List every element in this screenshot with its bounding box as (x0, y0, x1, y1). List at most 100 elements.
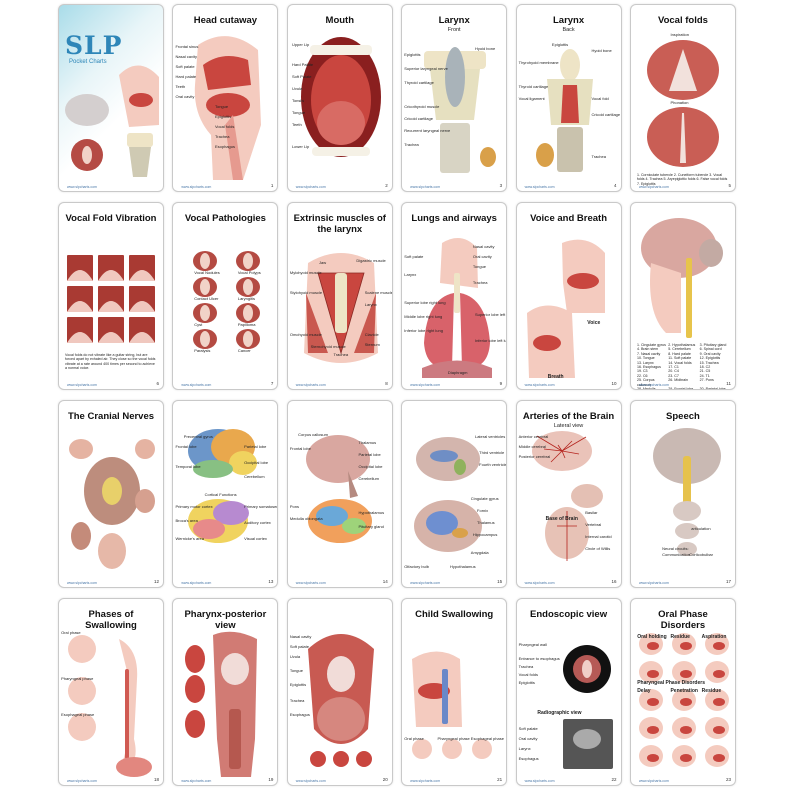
label-diaphragm: Diaphragm (447, 370, 468, 375)
label-tongue: Tongue (291, 110, 306, 115)
label-nasal-cavity: Nasal cavity (175, 54, 198, 59)
label-cricoid-cartilage: Cricoid cartilage (591, 112, 621, 117)
label-trachea: Trachea (289, 698, 305, 703)
footer-url: www.slpcharts.com (181, 779, 212, 783)
label-larynx: Larynx (404, 272, 417, 277)
legend-item: 3. Pituitary gland (699, 343, 727, 347)
label-vocal-folds: Vocal folds (214, 124, 235, 129)
footer-url: www.slpcharts.com (67, 383, 97, 387)
label-communication: Communication (662, 552, 690, 557)
head-cutaway-illustration (195, 36, 262, 180)
card-title: Lungs and airways (411, 213, 497, 224)
page-number: 21 (497, 777, 503, 782)
legend-item: 22. C6 (636, 373, 648, 378)
label-teeth: Teeth (175, 84, 186, 89)
label-oral-holding: Oral holding (637, 634, 667, 640)
footer-url: www.slpcharts.com (67, 581, 97, 585)
card-title: Larynx (438, 15, 470, 26)
label-sternum: Sternum (364, 342, 380, 347)
label-articulation: articulation (691, 526, 711, 531)
footer-url: www.slpcharts.com (638, 581, 669, 585)
footer-url: www.slpcharts.com (524, 185, 555, 189)
mouth-illustration (300, 37, 381, 157)
label-inferior-lobe-right-lung: Inferior lobe right lung (404, 328, 443, 333)
label-teeth: Teeth (291, 122, 302, 127)
label-frontal-sinus: Frontal sinus (175, 44, 199, 49)
label-laryngitis: Laryngitis (237, 296, 255, 301)
label-frontal-lobe: Frontal lobe (175, 444, 197, 449)
label-tongue: Tongue (214, 104, 229, 109)
label-soft-palate: Soft palate (175, 64, 195, 69)
label-olfactory-bulb: Olfactory bulb (404, 564, 429, 569)
label-uvula: Uvula (289, 654, 301, 659)
vocal-pathologies-illustration (193, 251, 261, 349)
footer-url: www.slpcharts.com (410, 779, 441, 783)
footer-url: www.slpcharts.com (295, 185, 326, 189)
label-oral-cavity: Oral cavity (175, 94, 195, 99)
footer-url: www.slpcharts.com (67, 779, 97, 783)
label-primary-somatosensory-cortex: Primary somatosensory cortex (244, 504, 279, 509)
label-mylohyoid-muscle: Mylohyoid muscle (289, 270, 322, 275)
ventricles-illustration (414, 437, 483, 552)
subtitle-inspiration: Inspiration (670, 32, 689, 37)
legend-item: 8. Hard palate (668, 351, 691, 356)
legend-item: 24. T1 (699, 373, 710, 378)
page-number: 4 (614, 183, 617, 188)
label-cyst: Cyst (194, 322, 203, 327)
label-epiglottis: Epiglottis (404, 52, 421, 57)
legend-item: 25. Corpus callosum (636, 378, 655, 387)
label-vocal-folds: Vocal folds (518, 672, 538, 677)
legend-item: 11. Soft palate (668, 356, 692, 361)
legend-item: 1. Cingulate gyrus (636, 343, 666, 347)
legend-item: 17. C1 (668, 365, 679, 370)
page-number: 6 (156, 381, 159, 386)
label-trachea: Trachea (518, 664, 534, 669)
card-title: Head cutaway (193, 15, 258, 26)
pharynx-open-illustration (307, 634, 374, 767)
subtitle-phonation: Phonation (670, 100, 689, 105)
label-trachea: Trachea (404, 142, 419, 147)
label-anterior-cerebral: Anterior cerebral (518, 434, 549, 439)
label-clavicle: Clavicle (364, 332, 379, 337)
footer-url: www.slpcharts.com (638, 185, 669, 189)
label-superior-laryngeal-nerve: Superior laryngeal nerve (404, 66, 448, 71)
pharynx-posterior-illustration (185, 631, 258, 777)
brain-lobes-illustration (188, 429, 258, 543)
legend-item: 27. Pons (699, 378, 714, 383)
brain-sagittal-illustration (305, 435, 372, 543)
label-residue: Residue (670, 634, 690, 640)
page-number: 10 (611, 381, 617, 386)
label-basilar: Basilar (585, 510, 598, 515)
label-delay: Delay (637, 688, 651, 694)
label-pharyngeal-wall: Pharyngeal wall (518, 642, 547, 647)
card-title: Extrinsic muscles of the larynx (293, 213, 386, 235)
footer-url: www.slpcharts.com (295, 779, 326, 783)
label-precentral-gyrus: Precentral gyrus (183, 434, 213, 439)
label-primary-motor-cortex: Primary motor cortex (175, 504, 213, 509)
footer-url: www.slpcharts.com (638, 779, 669, 783)
legend-item: 18. C2 (699, 365, 711, 370)
lungs-illustration (422, 238, 493, 378)
label-occipital-lobe: Occipital lobe (244, 460, 269, 465)
card-title: Phases of Swallowing (85, 609, 137, 631)
legend-item: 13. Larynx (636, 360, 654, 365)
label-thalamus: Thalamus (477, 520, 495, 525)
legend-item: 23. C7 (668, 373, 679, 378)
label-epiglottis: Epiglottis (214, 114, 232, 119)
label-posterior-cerebral: Posterior cerebral (518, 454, 551, 459)
brand-subtitle: Pocket Charts (69, 59, 107, 65)
page-number: 15 (497, 579, 503, 584)
label-uvula: Uvula (291, 86, 303, 91)
